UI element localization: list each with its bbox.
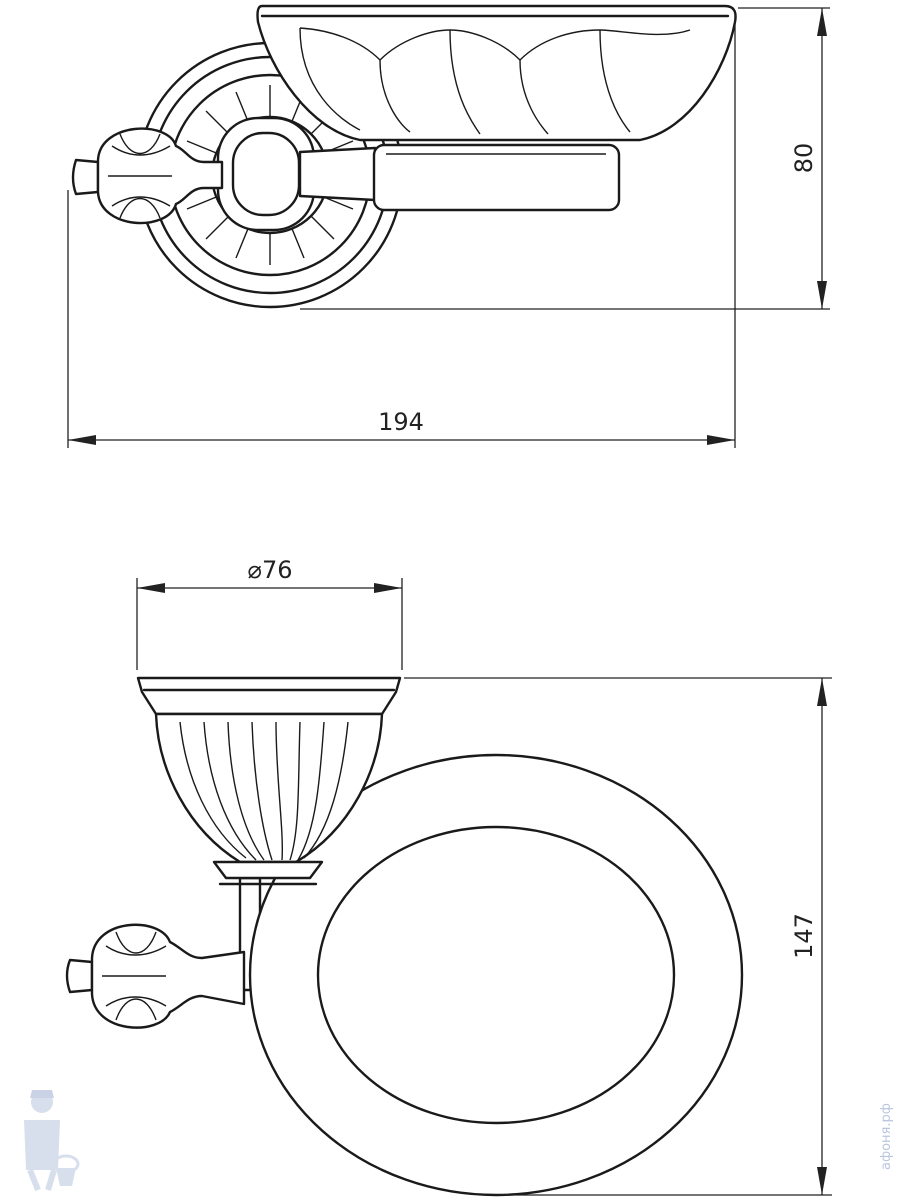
- side-view: [65, 676, 744, 1197]
- dimension-label-width: 194: [378, 408, 424, 436]
- watermark-text: афоня.рф: [879, 1103, 894, 1170]
- bracket-ring-top: [216, 116, 377, 232]
- soap-dish-oval: [248, 753, 744, 1197]
- wall-cup: [136, 676, 402, 886]
- dimension-diameter: ⌀76: [136, 556, 403, 670]
- shelf-arm-top: [372, 143, 621, 212]
- dimension-label-height-side: 147: [790, 913, 818, 959]
- dimension-width: 194: [67, 15, 736, 448]
- dimension-height-top: 80: [300, 7, 830, 310]
- dimension-height-side: 147: [404, 677, 832, 1196]
- top-view: [71, 4, 737, 309]
- knob-side: [65, 923, 246, 1029]
- dimension-label-diameter: ⌀76: [248, 556, 293, 584]
- knob-top: [71, 127, 224, 225]
- plumber-mascot-icon: [24, 1090, 80, 1192]
- dimension-label-height-top: 80: [790, 143, 818, 174]
- soap-dish-bowl-top: [256, 4, 737, 142]
